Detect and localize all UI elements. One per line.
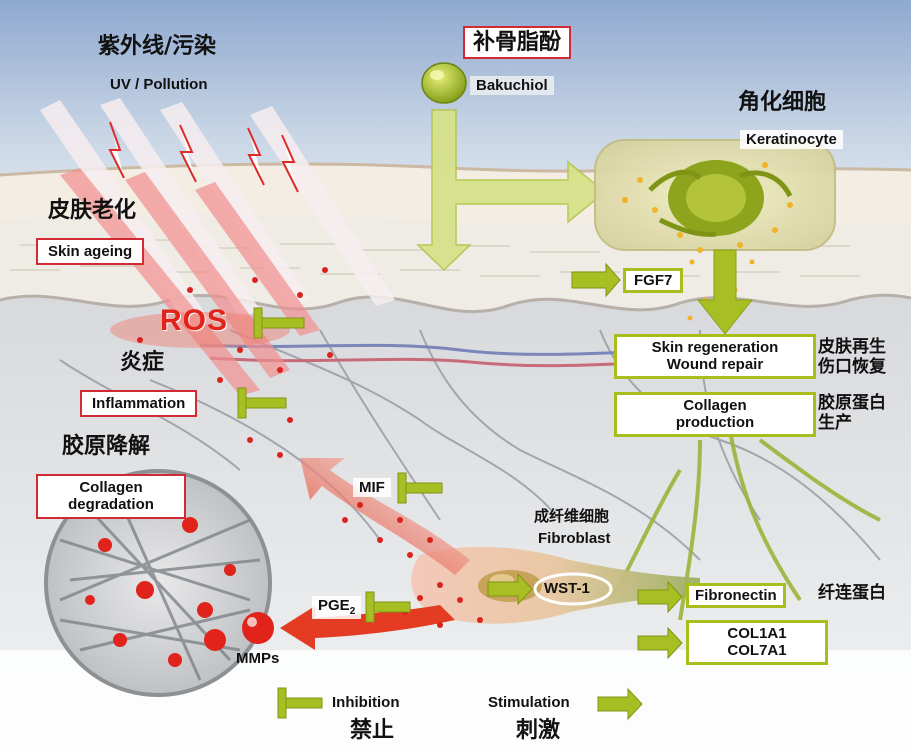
- fgf7-box: FGF7: [623, 268, 684, 294]
- skin-regeneration-line1: Skin regeneration: [651, 339, 779, 356]
- collagen-degradation-line2: degradation: [68, 496, 154, 514]
- stimulation-arrow-icon: [487, 262, 683, 721]
- collagen-production-cn-line2: 生产: [818, 412, 852, 433]
- mmps-label: MMPs: [236, 650, 280, 667]
- bakuchiol-label-en: Bakuchiol: [470, 76, 554, 96]
- skin-ageing-label-cn: 皮肤老化: [48, 198, 137, 223]
- legend-inhibition-cn: 禁止: [350, 718, 395, 743]
- ros-label: ROS: [160, 304, 229, 337]
- col-genes-box: COL1A1 COL7A1: [686, 620, 828, 665]
- mif-label: MIF: [353, 478, 391, 498]
- pge2-label: PGE2: [312, 596, 362, 619]
- collagen-production-box: Collagen production: [614, 392, 816, 437]
- fibroblast-label-en: Fibroblast: [538, 530, 611, 547]
- fibronectin-label-cn: 纤连蛋白: [818, 583, 886, 603]
- collagen-production-cn-line1: 胶原蛋白: [818, 393, 886, 413]
- collagen-degradation-label-cn: 胶原降解: [62, 434, 151, 459]
- keratinocyte-label-en: Keratinocyte: [740, 130, 843, 150]
- collagen-production-line2: production: [675, 414, 755, 432]
- skin-regeneration-cn: 皮肤再生 伤口恢复: [818, 337, 886, 377]
- collagen-degradation-line1: Collagen: [79, 479, 143, 496]
- skin-regeneration-cn-line1: 皮肤再生: [818, 337, 886, 357]
- uv-label-cn: 紫外线/污染: [98, 34, 217, 59]
- col1a1-label: COL1A1: [727, 625, 787, 642]
- legend-stimulation-en: Stimulation: [488, 694, 570, 711]
- skin-ageing-box: Skin ageing: [36, 238, 145, 266]
- legend-inhibition-en: Inhibition: [332, 694, 400, 711]
- bakuchiol-label-cn: 补骨脂酚: [463, 26, 572, 60]
- keratinocyte-label-cn: 角化细胞: [738, 90, 827, 115]
- bakuchiol-sphere-icon: [421, 62, 467, 104]
- inhibition-t-bar-icon: [237, 307, 443, 719]
- wst1-label: WST-1: [544, 580, 590, 597]
- uv-label-en: UV / Pollution: [110, 76, 208, 93]
- collagen-production-line1: Collagen: [683, 397, 747, 414]
- legend-stimulation-cn: 刺激: [516, 718, 561, 743]
- lightning-bolt-icon: [108, 121, 299, 193]
- collagen-production-cn: 胶原蛋白 生产: [818, 393, 886, 433]
- skin-regeneration-box: Skin regeneration Wound repair: [614, 334, 816, 379]
- pge2-subscript: 2: [349, 606, 356, 617]
- inflammation-box: Inflammation: [80, 390, 198, 418]
- fibronectin-box: Fibronectin: [686, 583, 786, 609]
- skin-regeneration-line2: Wound repair: [666, 356, 764, 374]
- pge2-main: PGE: [318, 597, 350, 614]
- collagen-degradation-box: Collagen degradation: [36, 474, 186, 519]
- fibroblast-label-cn: 成纤维细胞: [534, 507, 610, 525]
- inflammation-label-cn: 炎症: [120, 350, 165, 375]
- col7a1-label: COL7A1: [727, 642, 787, 660]
- skin-regeneration-cn-line2: 伤口恢复: [818, 356, 886, 377]
